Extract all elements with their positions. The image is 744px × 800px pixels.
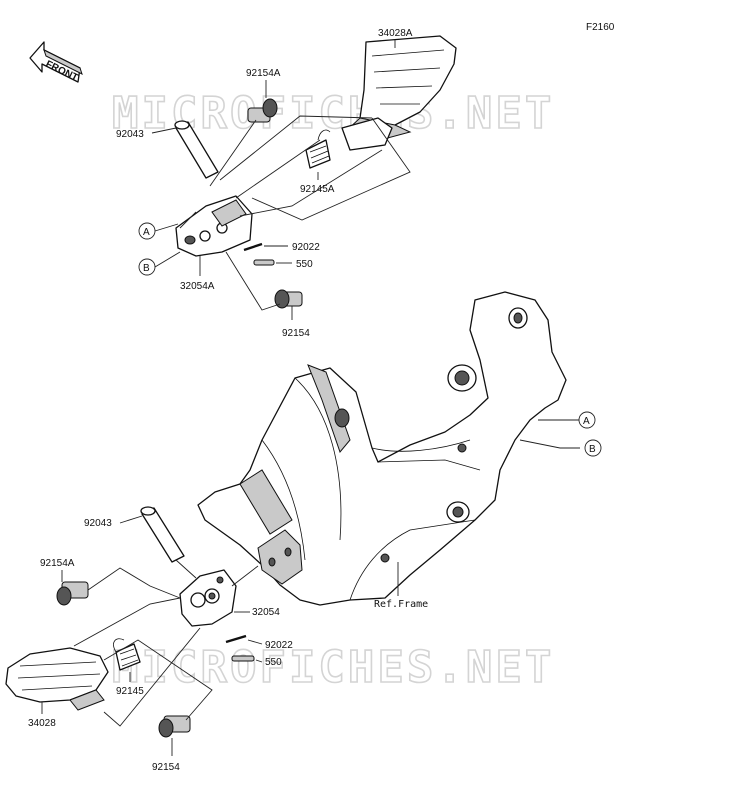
label-92154a-lower: 92154A xyxy=(40,558,75,569)
cotter-92022-upper-illustration xyxy=(243,242,263,252)
label-92145: 92145 xyxy=(116,686,144,697)
label-92022-upper: 92022 xyxy=(292,242,320,253)
bracket-32054-illustration xyxy=(179,569,237,627)
label-34028a: 34028A xyxy=(378,28,413,39)
label-92154-upper: 92154 xyxy=(282,328,310,339)
spring-92145-illustration xyxy=(113,638,141,671)
label-32054a: 32054A xyxy=(180,281,215,292)
washer-550-lower-illustration xyxy=(231,655,255,662)
footpeg-34028-illustration xyxy=(5,647,109,711)
label-550-upper: 550 xyxy=(296,259,313,270)
figure-code: F2160 xyxy=(586,22,615,33)
bolt-92154a-upper-illustration xyxy=(247,98,278,123)
label-92154a-upper: 92154A xyxy=(246,68,281,79)
marker-a-frame xyxy=(578,411,596,429)
label-550-lower: 550 xyxy=(265,657,282,668)
marker-b-frame xyxy=(584,439,602,457)
front-arrow-icon: FRONT xyxy=(29,41,83,84)
bolt-92154-upper-illustration xyxy=(274,289,303,309)
pin-92043-lower-illustration xyxy=(140,506,185,563)
marker-b-upper-label: B xyxy=(143,263,150,274)
marker-b-frame-label: B xyxy=(589,444,596,455)
ref-frame-label: Ref.Frame xyxy=(374,599,428,610)
marker-a-upper-label: A xyxy=(143,227,150,238)
label-34028: 34028 xyxy=(28,718,56,729)
watermark-bottom: MICROFICHES.NET xyxy=(112,642,554,693)
bracket-32054a-illustration xyxy=(175,195,253,257)
spring-92145a-illustration xyxy=(305,129,331,169)
frame-illustration xyxy=(197,291,567,606)
label-92154-lower: 92154 xyxy=(152,762,180,773)
marker-a-frame-label: A xyxy=(583,416,590,427)
label-92043-lower: 92043 xyxy=(84,518,112,529)
label-92022-lower: 92022 xyxy=(265,640,293,651)
label-92145a: 92145A xyxy=(300,184,335,195)
pin-92043-upper-illustration xyxy=(174,120,219,179)
label-92043-upper: 92043 xyxy=(116,129,144,140)
footpeg-34028a-illustration xyxy=(341,35,457,151)
label-32054: 32054 xyxy=(252,607,280,618)
washer-550-upper-illustration xyxy=(253,259,275,266)
bolt-92154-lower-illustration xyxy=(158,715,191,738)
cotter-92022-lower-illustration xyxy=(225,634,247,644)
bolt-92154a-lower-illustration xyxy=(56,581,89,606)
